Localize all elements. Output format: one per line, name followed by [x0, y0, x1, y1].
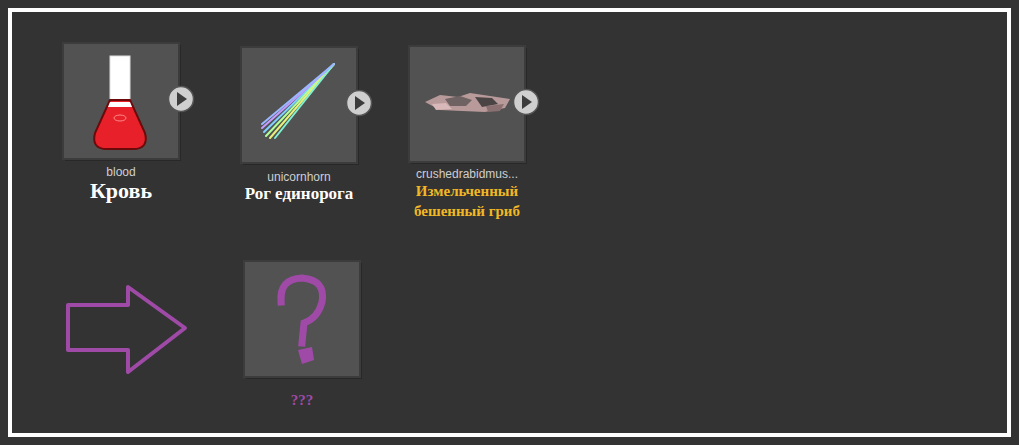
item-name: Кровь	[90, 179, 152, 203]
item-name: Рог единорога	[245, 184, 354, 204]
blood-flask-icon	[94, 56, 146, 149]
ingredient-tile: bloodКровь	[63, 43, 179, 203]
item-id: crushedrabidmus...	[416, 167, 518, 181]
play-button	[169, 87, 539, 116]
item-id: unicornhorn	[267, 170, 330, 184]
frame-border	[10, 10, 1009, 435]
result-arrow	[68, 287, 185, 372]
ingredient-tile: crushedrabidmus...Измельченный бешенный …	[393, 46, 541, 221]
result-tile: ???	[244, 261, 360, 409]
item-name: Измельченный бешенный гриб	[397, 181, 537, 221]
ingredient-tile: unicornhornРог единорога	[241, 47, 358, 204]
item-name: ???	[291, 391, 314, 409]
unicorn-horn-icon	[262, 64, 334, 138]
question-mark-icon	[281, 278, 323, 364]
item-id: blood	[106, 165, 135, 179]
crushed-mushroom-icon	[425, 93, 510, 112]
